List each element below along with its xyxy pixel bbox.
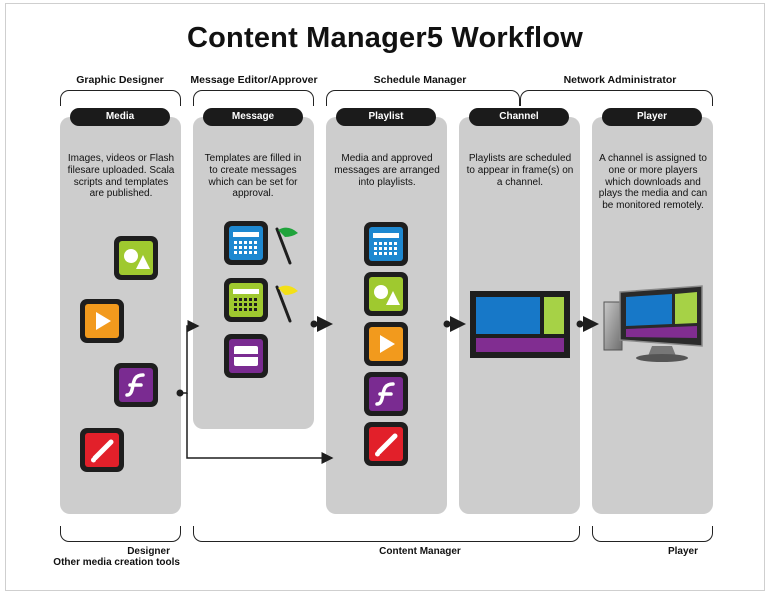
pill-media: Media	[70, 108, 170, 126]
footer-player: Player	[667, 546, 698, 557]
bracket-message-editor	[193, 90, 314, 106]
pill-playlist: Playlist	[336, 108, 436, 126]
diagram-title: Content Manager5 Workflow	[187, 22, 583, 54]
pill-message: Message	[203, 108, 303, 126]
player-monitor-icon	[603, 285, 703, 362]
flag-green-icon	[275, 227, 298, 265]
role-network-admin: Network Administrator	[563, 74, 677, 86]
pill-player: Player	[602, 108, 702, 126]
desc-player: A channel is assigned to one or more pla…	[598, 153, 708, 212]
bracket-player	[592, 526, 713, 542]
template-green-icon	[224, 278, 268, 322]
bracket-schedule-manager	[326, 90, 520, 106]
pill-channel: Channel	[469, 108, 569, 126]
bracket-content-manager	[193, 526, 580, 542]
playlist-video-icon	[364, 322, 408, 366]
desc-media: Images, videos or Flash filesare uploade…	[67, 153, 175, 200]
footer-designer-sub: Other media creation tools	[53, 557, 180, 568]
playlist-flash-icon	[364, 372, 408, 416]
flag-yellow-icon	[275, 285, 298, 323]
footer-designer: Designer	[127, 546, 170, 557]
video-icon	[80, 299, 124, 343]
bracket-network-admin	[520, 90, 713, 106]
bracket-designer	[60, 526, 181, 542]
flash-icon	[114, 363, 158, 407]
role-message-editor: Message Editor/Approver	[190, 74, 318, 86]
playlist-script-icon	[364, 422, 408, 466]
page-frame	[5, 3, 765, 591]
role-schedule-manager: Schedule Manager	[373, 74, 467, 86]
role-graphic-designer: Graphic Designer	[76, 74, 164, 86]
desc-message: Templates are filled in to create messag…	[204, 153, 302, 200]
template-blue-icon	[224, 221, 268, 265]
script-icon	[80, 428, 124, 472]
footer-content-manager: Content Manager	[379, 546, 461, 557]
desc-playlist: Media and approved messages are arranged…	[334, 153, 440, 188]
image-icon	[114, 236, 158, 280]
playlist-image-icon	[364, 272, 408, 316]
channel-screen-icon	[470, 291, 570, 358]
desc-channel: Playlists are scheduled to appear in fra…	[466, 153, 574, 188]
template-purple-icon	[224, 334, 268, 378]
playlist-template-icon	[364, 222, 408, 266]
bracket-graphic-designer	[60, 90, 181, 106]
